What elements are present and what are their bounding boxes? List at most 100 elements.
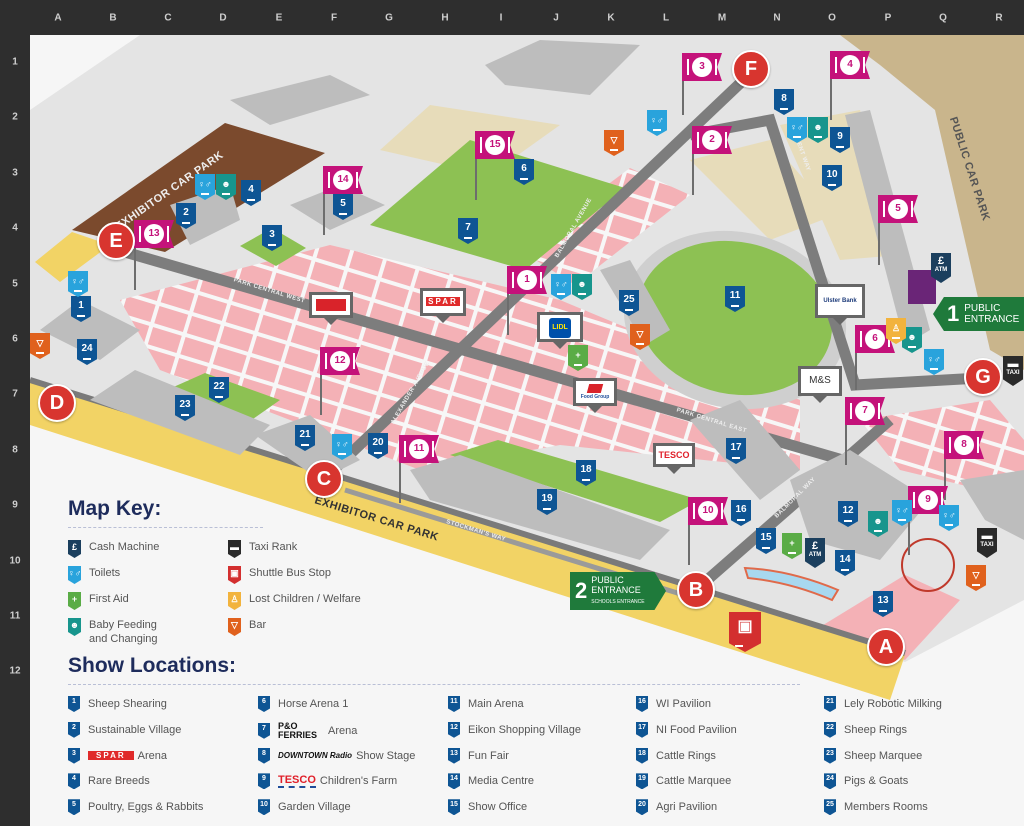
location-marker-24[interactable]: 24 xyxy=(77,339,97,365)
gate-c[interactable]: C xyxy=(305,460,343,498)
food-court-flag-8[interactable]: 8 xyxy=(944,431,984,459)
gate-f[interactable]: F xyxy=(732,50,770,88)
location-number-icon: 6 xyxy=(258,696,270,712)
food-court-flag-13[interactable]: 13 xyxy=(134,220,174,248)
food-flag-pole xyxy=(845,397,847,465)
map-key-item: ♀♂Toilets xyxy=(68,566,120,584)
food-court-flag-2[interactable]: 2 xyxy=(692,126,732,154)
show-location-label: Lely Robotic Milking xyxy=(844,698,942,710)
map-key-label: Toilets xyxy=(89,567,121,579)
map-key-item: ☻Baby Feeding and Changing xyxy=(68,618,178,646)
location-marker-5[interactable]: 5 xyxy=(333,194,353,220)
bar-icon: ▽ xyxy=(228,618,241,636)
show-location-label: WI Pavilion xyxy=(656,698,712,710)
baby-feeding-icon: ☻ xyxy=(216,174,236,200)
map-key-label: Cash Machine xyxy=(89,541,160,553)
food-court-flag-5[interactable]: 5 xyxy=(878,195,918,223)
gate-a[interactable]: A xyxy=(867,628,905,666)
gate-e[interactable]: E xyxy=(97,222,135,260)
bar-icon: ▽ xyxy=(30,333,50,359)
food-court-number: 7 xyxy=(855,401,875,421)
location-marker-23[interactable]: 23 xyxy=(175,395,195,421)
location-marker-2[interactable]: 2 xyxy=(176,203,196,229)
food-court-number: 6 xyxy=(865,329,885,349)
food-court-number: 12 xyxy=(330,351,350,371)
lost-children-icon: ♙ xyxy=(886,318,906,344)
tesco-sign: TESCO xyxy=(653,443,695,474)
food-flag-pole xyxy=(878,195,880,265)
entrance-1-line2: ENTRANCE xyxy=(964,314,1020,325)
location-number-icon: 9 xyxy=(258,773,270,790)
show-location-label: Members Rooms xyxy=(844,801,928,814)
location-marker-3[interactable]: 3 xyxy=(262,225,282,251)
cash-machine-icon: £ xyxy=(68,540,81,558)
ulster-bank-sign: Ulster Bank xyxy=(815,284,865,325)
grid-column-header xyxy=(0,0,1024,35)
location-marker-12[interactable]: 12 xyxy=(838,501,858,527)
food-flag-pole xyxy=(855,325,857,390)
gate-g[interactable]: G xyxy=(964,358,1002,396)
location-marker-19[interactable]: 19 xyxy=(537,489,557,515)
baby-feeding-icon: ☻ xyxy=(902,327,922,353)
food-court-flag-4[interactable]: 4 xyxy=(830,51,870,79)
show-location-label: Show Office xyxy=(468,801,528,814)
map-key-title: Map Key: xyxy=(68,497,162,520)
location-marker-7[interactable]: 7 xyxy=(458,218,478,244)
location-marker-20[interactable]: 20 xyxy=(368,433,388,459)
grid-column-label: F xyxy=(330,12,338,24)
food-court-flag-15[interactable]: 15 xyxy=(475,131,515,159)
grid-column-label: O xyxy=(828,12,836,24)
food-court-number: 13 xyxy=(144,224,164,244)
map-key-item: £ Cash Machine xyxy=(68,540,159,558)
food-court-flag-10[interactable]: 10 xyxy=(688,497,728,525)
location-marker-21[interactable]: 21 xyxy=(295,425,315,451)
grid-row-label: 11 xyxy=(9,610,21,622)
food-court-flag-12[interactable]: 12 xyxy=(320,347,360,375)
show-location-label: Main Arena xyxy=(468,698,524,710)
gate-d[interactable]: D xyxy=(38,384,76,422)
location-marker-1[interactable]: 1 xyxy=(71,296,91,322)
location-marker-16[interactable]: 16 xyxy=(731,500,751,526)
location-marker-13[interactable]: 13 xyxy=(873,591,893,617)
grid-row-label: 12 xyxy=(9,665,21,677)
show-location-label: Sheep Shearing xyxy=(88,698,167,710)
food-court-flag-1[interactable]: 1 xyxy=(507,266,547,294)
gate-b[interactable]: B xyxy=(677,571,715,609)
show-locations-divider xyxy=(68,684,800,685)
food-court-number: 4 xyxy=(840,55,860,75)
grid-column-label: B xyxy=(109,12,117,24)
location-marker-15[interactable]: 15 xyxy=(756,528,776,554)
location-number-icon: 22 xyxy=(824,721,836,738)
show-location-label: Garden Village xyxy=(278,801,351,814)
location-marker-8[interactable]: 8 xyxy=(774,89,794,115)
entrance-1-number: 1 xyxy=(947,301,960,326)
food-court-number: 3 xyxy=(692,57,712,77)
grid-column-label: J xyxy=(553,12,559,24)
location-marker-25[interactable]: 25 xyxy=(619,290,639,316)
food-court-flag-14[interactable]: 14 xyxy=(323,166,363,194)
show-location-label: Sheep Rings xyxy=(844,723,907,736)
location-marker-22[interactable]: 22 xyxy=(209,377,229,403)
location-marker-6[interactable]: 6 xyxy=(514,159,534,185)
food-group-logo: Food Group xyxy=(580,394,610,400)
baby-feeding-icon: ☻ xyxy=(868,511,888,537)
food-court-flag-11[interactable]: 11 xyxy=(399,435,439,463)
location-marker-9[interactable]: 9 xyxy=(830,127,850,153)
bar-icon: ▽ xyxy=(966,565,986,591)
icon-glyph: ▬ xyxy=(981,530,993,542)
location-marker-18[interactable]: 18 xyxy=(576,460,596,486)
food-court-flag-3[interactable]: 3 xyxy=(682,53,722,81)
location-marker-14[interactable]: 14 xyxy=(835,550,855,576)
location-marker-11[interactable]: 11 xyxy=(725,286,745,312)
location-marker-10[interactable]: 10 xyxy=(822,165,842,191)
cash-machine-icon: £ATM xyxy=(931,253,951,283)
food-court-flag-7[interactable]: 7 xyxy=(845,397,885,425)
location-marker-17[interactable]: 17 xyxy=(726,438,746,464)
location-marker-4[interactable]: 4 xyxy=(241,180,261,206)
